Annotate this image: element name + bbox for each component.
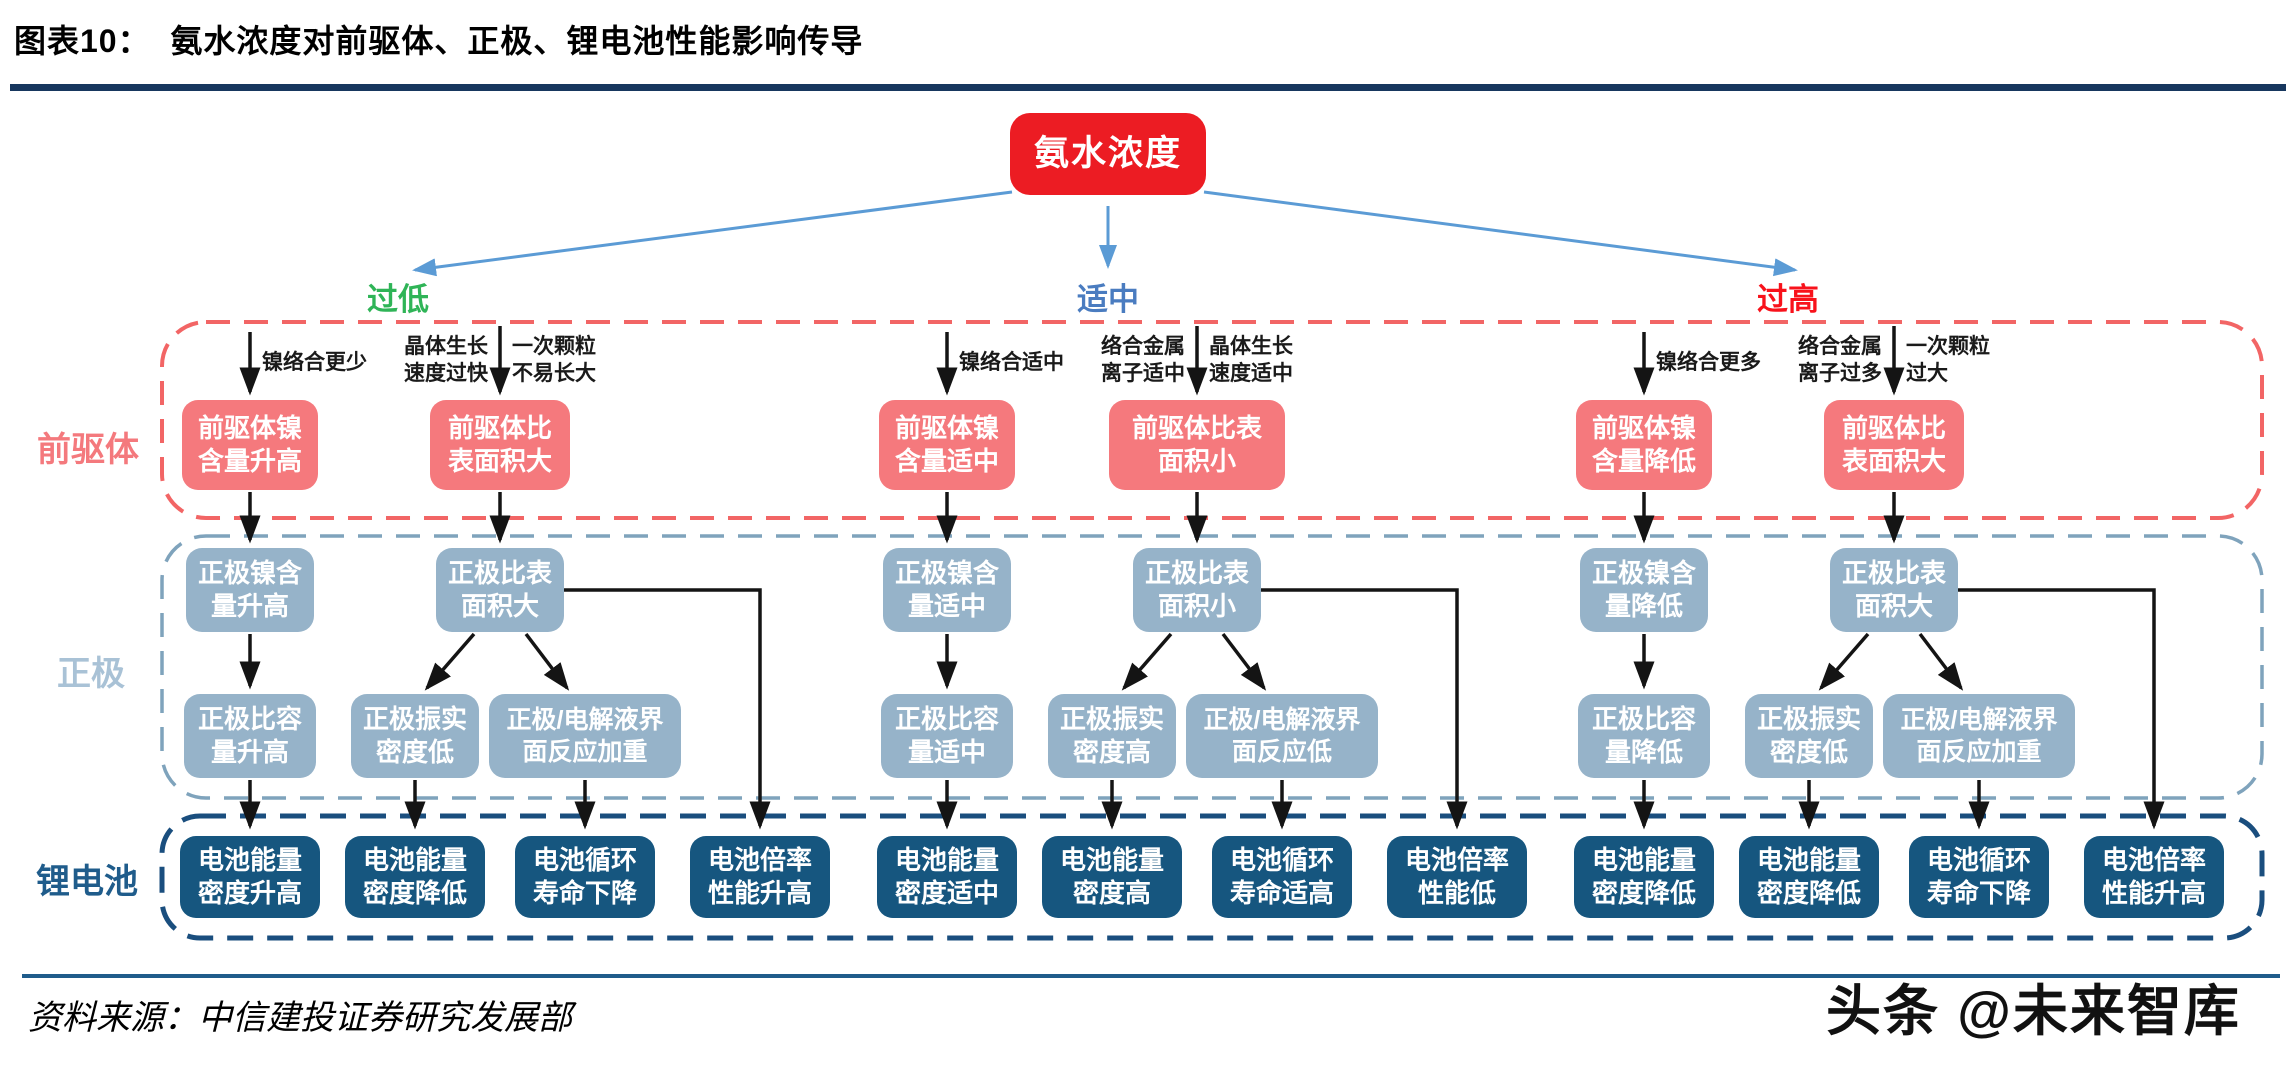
arrow-label-nickel-low: 镍络合更少 [262, 351, 367, 374]
row-label-cathode: 正极 [57, 655, 125, 693]
cathode-surface-box-mid: 正极比表 面积小 [1133, 548, 1261, 632]
cathode-interface-box-high: 正极/电解液界 面反应加重 [1883, 694, 2075, 778]
cathode-capacity-box-mid: 正极比容 量适中 [881, 694, 1013, 778]
cathode-capacity-box-low: 正极比容 量升高 [184, 694, 316, 778]
precursor-nickel-box-mid: 前驱体镍 含量适中 [879, 400, 1015, 490]
battery-cycle-box-high: 电池循环 寿命下降 [1909, 836, 2049, 918]
battery-rate-box-low: 电池倍率 性能升高 [690, 836, 830, 918]
cathode-interface-box-mid: 正极/电解液界 面反应低 [1186, 694, 1378, 778]
battery-energy-box-b-low: 电池能量 密度降低 [345, 836, 485, 918]
arrow-label-surface-left-mid: 络合金属 离子适中 [1101, 335, 1185, 386]
title-rule [10, 84, 2286, 91]
footer-rule [22, 974, 2280, 978]
cathode-nickel-box-high: 正极镍含 量降低 [1580, 548, 1708, 632]
battery-energy-box-a-high: 电池能量 密度降低 [1574, 836, 1714, 918]
cathode-surface-box-low: 正极比表 面积大 [436, 548, 564, 632]
precursor-surface-box-low: 前驱体比 表面积大 [430, 400, 570, 490]
arrow-label-surface-right-low: 一次颗粒 不易长大 [512, 335, 596, 386]
precursor-nickel-box-low: 前驱体镍 含量升高 [182, 400, 318, 490]
cathode-tap-density-box-high: 正极振实 密度低 [1745, 694, 1873, 778]
arrow-label-surface-left-high: 络合金属 离子过多 [1798, 335, 1882, 386]
figure-title: 图表10： 氨水浓度对前驱体、正极、锂电池性能影响传导 [14, 23, 864, 59]
arrow-label-surface-right-mid: 晶体生长 速度适中 [1209, 335, 1293, 386]
branch-label-mid: 适中 [1077, 282, 1139, 317]
battery-energy-box-a-low: 电池能量 密度升高 [180, 836, 320, 918]
cathode-capacity-box-high: 正极比容 量降低 [1578, 694, 1710, 778]
branch-label-high: 过高 [1757, 282, 1819, 317]
arrow-label-nickel-mid: 镍络合适中 [959, 351, 1064, 374]
precursor-nickel-box-high: 前驱体镍 含量降低 [1576, 400, 1712, 490]
arrow-label-nickel-high: 镍络合更多 [1656, 351, 1761, 374]
cathode-section-outline [160, 534, 2264, 800]
cathode-tap-density-box-low: 正极振实 密度低 [351, 694, 479, 778]
cathode-tap-density-box-mid: 正极振实 密度高 [1048, 694, 1176, 778]
cathode-nickel-box-low: 正极镍含 量升高 [186, 548, 314, 632]
root-node-ammonia-concentration: 氨水浓度 [1010, 113, 1206, 195]
battery-cycle-box-low: 电池循环 寿命下降 [515, 836, 655, 918]
battery-cycle-box-mid: 电池循环 寿命适高 [1212, 836, 1352, 918]
cathode-interface-box-low: 正极/电解液界 面反应加重 [489, 694, 681, 778]
cathode-surface-box-high: 正极比表 面积大 [1830, 548, 1958, 632]
precursor-surface-box-mid: 前驱体比表 面积小 [1109, 400, 1285, 490]
battery-rate-box-mid: 电池倍率 性能低 [1387, 836, 1527, 918]
connector-root-to-low [412, 190, 1013, 277]
precursor-section-outline [160, 320, 2264, 520]
arrow-label-surface-left-low: 晶体生长 速度过快 [404, 335, 488, 386]
battery-energy-box-a-mid: 电池能量 密度适中 [877, 836, 1017, 918]
cathode-nickel-box-mid: 正极镍含 量适中 [883, 548, 1011, 632]
row-label-battery: 锂电池 [36, 863, 138, 901]
battery-energy-box-b-mid: 电池能量 密度高 [1042, 836, 1182, 918]
battery-rate-box-high: 电池倍率 性能升高 [2084, 836, 2224, 918]
battery-section-outline [159, 813, 2265, 941]
battery-energy-box-b-high: 电池能量 密度降低 [1739, 836, 1879, 918]
connector-root-to-high [1203, 190, 1798, 277]
branch-label-low: 过低 [367, 282, 429, 317]
precursor-surface-box-high: 前驱体比 表面积大 [1824, 400, 1964, 490]
arrow-label-surface-right-high: 一次颗粒 过大 [1906, 335, 1990, 386]
row-label-precursor: 前驱体 [37, 431, 139, 469]
source-note: 资料来源：中信建投证券研究发展部 [28, 1000, 572, 1037]
watermark: 头条 @未来智库 [1826, 980, 2241, 1042]
